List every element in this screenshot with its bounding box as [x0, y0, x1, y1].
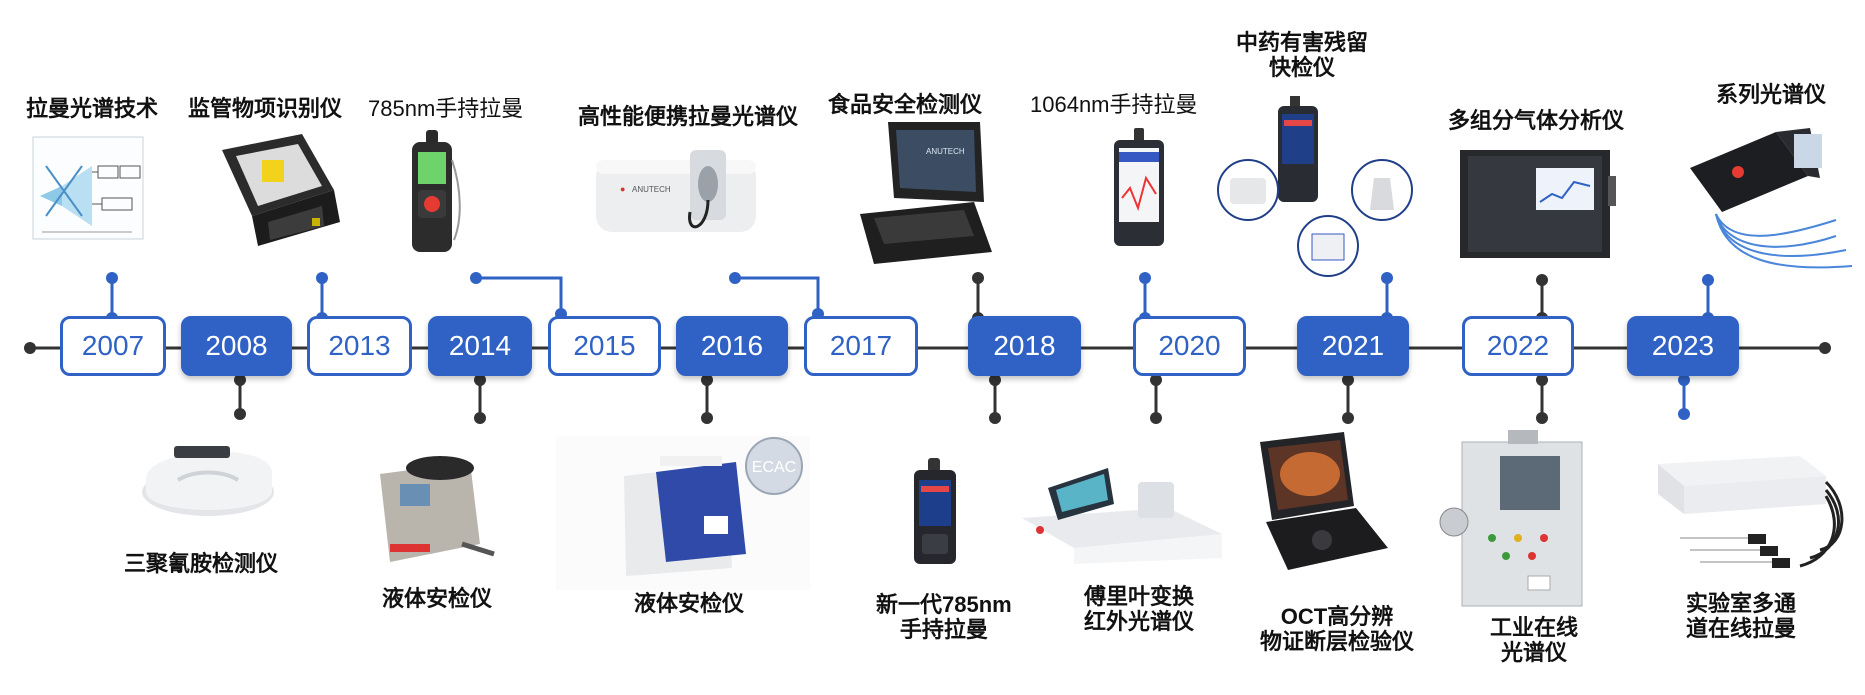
year-2014: 2014: [428, 316, 532, 376]
label-ftir-line1: 傅里叶变换: [1084, 584, 1195, 609]
brand-text-laptop: ANUTECH: [926, 147, 965, 156]
label-new-785-line1: 新一代785nm: [876, 592, 1012, 617]
label-ftir: 傅里叶变换 红外光谱仪: [1084, 584, 1194, 634]
oct-device-image: [1260, 432, 1388, 570]
label-lab-line1: 实验室多通: [1686, 591, 1797, 616]
label-liquid-2014: 液体安检仪: [382, 586, 493, 611]
year-2007: 2007: [60, 316, 166, 376]
series-spectrometer-device-image: [1690, 128, 1853, 269]
label-tcm-residue: 中药有害残留 快检仪: [1236, 30, 1368, 80]
tcm-device-cluster-image: [1217, 96, 1413, 277]
food-safety-device-image: ANUTECH: [860, 122, 992, 264]
label-regulated-id: 监管物项识别仪: [188, 96, 343, 121]
new-785-device-image: [914, 458, 956, 564]
year-2013: 2013: [307, 316, 412, 376]
ecac-badge-text: ECAC: [752, 459, 796, 476]
svg-text:●: ●: [620, 184, 625, 194]
label-industrial: 工业在线 光谱仪: [1490, 615, 1578, 665]
label-oct-line1: OCT高分辨: [1280, 604, 1394, 629]
label-oct: OCT高分辨 物证断层检验仪: [1260, 604, 1414, 654]
brand-text-portable: ANUTECH: [632, 185, 671, 194]
year-2022: 2022: [1462, 316, 1574, 376]
year-2021: 2021: [1297, 316, 1409, 376]
label-industrial-line1: 工业在线: [1490, 615, 1579, 640]
gas-analyzer-device-image: [1460, 150, 1616, 258]
label-handheld-785: 785nm手持拉曼: [368, 96, 524, 121]
year-2015: 2015: [548, 316, 661, 376]
handheld-785-device-image: [412, 130, 461, 252]
label-lab-line2: 道在线拉曼: [1686, 616, 1797, 641]
label-lab-raman: 实验室多通 道在线拉曼: [1686, 591, 1796, 641]
label-new-785-line2: 手持拉曼: [899, 617, 988, 642]
axis-end-dot: [1819, 342, 1831, 354]
liquid-inspector-2014-device-image: [380, 456, 495, 562]
year-2016: 2016: [676, 316, 788, 376]
label-tcm-line2: 快检仪: [1269, 55, 1336, 80]
portable-raman-device-image: ● ANUTECH: [596, 150, 756, 232]
year-2020: 2020: [1133, 316, 1246, 376]
year-2023: 2023: [1627, 316, 1739, 376]
axis-start-dot: [24, 342, 36, 354]
bottom-connectors: [234, 374, 1690, 424]
raman-optics-diagram-image: [32, 136, 144, 240]
handheld-1064-device-image: [1114, 128, 1164, 246]
rugged-case-device-image: [222, 134, 340, 246]
year-2017: 2017: [804, 316, 918, 376]
lab-multichannel-device-image: [1658, 456, 1844, 568]
label-multi-gas: 多组分气体分析仪: [1448, 108, 1625, 133]
year-2008: 2008: [181, 316, 292, 376]
liquid-inspector-2016-device-image: ECAC: [556, 436, 810, 590]
label-new-785: 新一代785nm 手持拉曼: [876, 592, 1012, 642]
label-handheld-1064: 1064nm手持拉曼: [1030, 92, 1198, 117]
label-raman-tech: 拉曼光谱技术: [26, 96, 159, 121]
label-liquid-2016: 液体安检仪: [634, 591, 745, 616]
label-portable-raman: 高性能便携拉曼光谱仪: [578, 104, 799, 129]
industrial-cabinet-device-image: [1439, 430, 1583, 607]
label-food-safety: 食品安全检测仪: [828, 92, 983, 117]
label-tcm-line1: 中药有害残留: [1236, 30, 1369, 55]
ftir-device-image: [1022, 468, 1222, 564]
label-melamine: 三聚氰胺检测仪: [124, 551, 279, 576]
year-2018: 2018: [968, 316, 1081, 376]
label-industrial-line2: 光谱仪: [1501, 640, 1568, 665]
label-series-spectrometer: 系列光谱仪: [1716, 82, 1827, 107]
label-ftir-line2: 红外光谱仪: [1084, 609, 1195, 634]
melamine-detector-device-image: [142, 446, 274, 516]
label-oct-line2: 物证断层检验仪: [1260, 629, 1415, 654]
